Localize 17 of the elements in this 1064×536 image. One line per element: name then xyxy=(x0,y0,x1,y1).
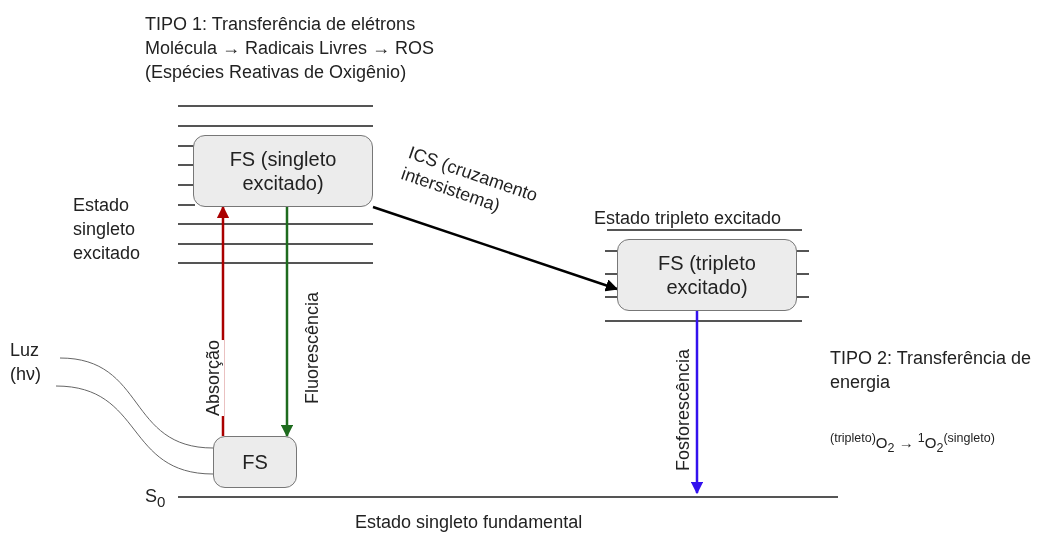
note-text: (Espécies Reativas de Oxigênio) xyxy=(145,61,407,84)
heading-text: TIPO 1: Transferência de elétrons xyxy=(145,13,416,36)
light-label: Luz (hν) xyxy=(10,338,60,390)
reaction-text: Molécula → Radicais Livres → ROS xyxy=(145,37,435,60)
state-label: Estado singleto fundamental xyxy=(355,511,583,534)
transition-arrow xyxy=(690,311,704,495)
ground-state-box: FS xyxy=(213,436,297,488)
light-ray-line xyxy=(59,357,214,449)
state-label: Estado tripleto excitado xyxy=(594,207,782,230)
excited-triplet-box: FS (tripleto excitado) xyxy=(617,239,797,311)
light-ray-line xyxy=(55,385,214,475)
state-label: Estado singleto excitado xyxy=(73,194,142,265)
excited-singlet-box: FS (singleto excitado) xyxy=(193,135,373,207)
transition-arrow xyxy=(372,205,619,292)
transition-arrow xyxy=(280,207,294,438)
heading-text: TIPO 2: Transferência de energia xyxy=(830,347,1033,394)
state-symbol: S$_{0}$ xyxy=(145,485,166,512)
